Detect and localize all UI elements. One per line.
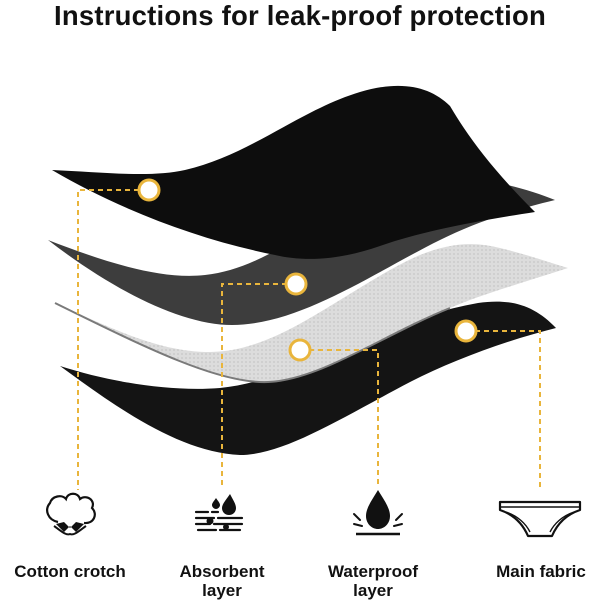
cotton-crotch-layer <box>52 85 535 259</box>
marker-cotton <box>137 178 161 202</box>
leader-line-absorbent <box>221 283 296 488</box>
label-main-fabric: Main fabric <box>496 562 586 581</box>
cotton-flower-icon <box>46 492 96 536</box>
marker-main <box>454 319 478 343</box>
leader-lines <box>77 189 541 490</box>
label-waterproof-layer: Waterproof layer <box>327 562 419 600</box>
marker-waterproof <box>288 338 312 362</box>
leader-line-main <box>466 330 541 488</box>
main-fabric-layer <box>60 301 556 455</box>
waterproof-layer-shape <box>55 244 568 383</box>
markers <box>137 178 478 362</box>
marker-absorbent <box>284 272 308 296</box>
leader-line-cotton <box>77 189 148 490</box>
water-drop-icon <box>353 490 403 536</box>
absorbing-drops-icon <box>194 494 244 532</box>
page-title: Instructions for leak-proof protection <box>54 0 546 31</box>
waterproof-layer-edge <box>54 302 451 384</box>
label-absorbent-layer: Absorbent layer <box>179 562 265 600</box>
panties-icon <box>498 500 582 538</box>
label-cotton-crotch: Cotton crotch <box>14 562 126 581</box>
